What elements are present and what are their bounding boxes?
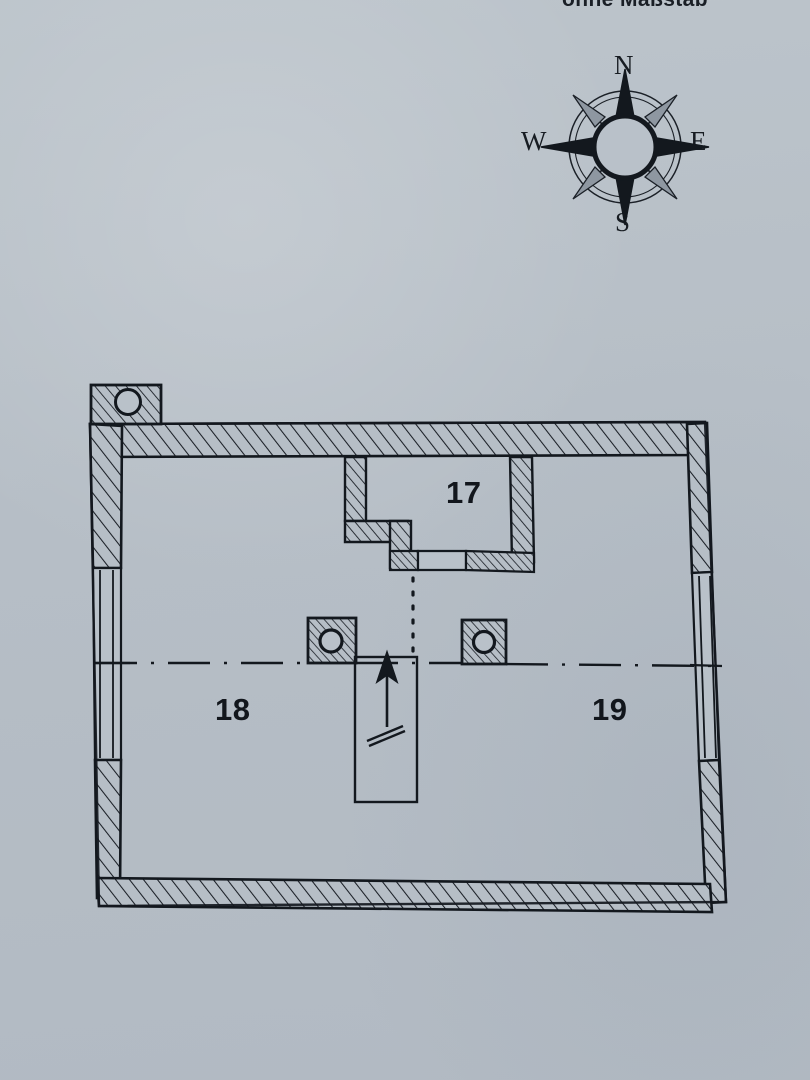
- compass-rose: N S W E: [520, 52, 730, 242]
- room-17-walls: [343, 455, 536, 574]
- door-room-17: [416, 549, 468, 572]
- room-label-17: 17: [446, 475, 482, 510]
- plan-title: ohne Maßstab: [520, 0, 750, 12]
- compass-label-west: W: [521, 126, 547, 156]
- compass-rose-graphic: [540, 68, 710, 226]
- wall-top: [88, 420, 709, 459]
- room-label-18: 18: [215, 692, 251, 727]
- outer-wall-outline: [88, 420, 728, 908]
- wall-bottom: [95, 876, 714, 914]
- wall-left-upper: [88, 422, 124, 570]
- room-label-19: 19: [592, 692, 628, 727]
- column-left-interior: [306, 616, 358, 665]
- compass-label-north: N: [614, 50, 634, 80]
- plan-title-clip: ohne Maßstab: [520, 0, 750, 14]
- dash-dot-centerline: [95, 661, 723, 668]
- column-exterior-top-left: [89, 383, 163, 426]
- column-right-interior: [460, 618, 508, 666]
- stair-symbol: [353, 649, 419, 804]
